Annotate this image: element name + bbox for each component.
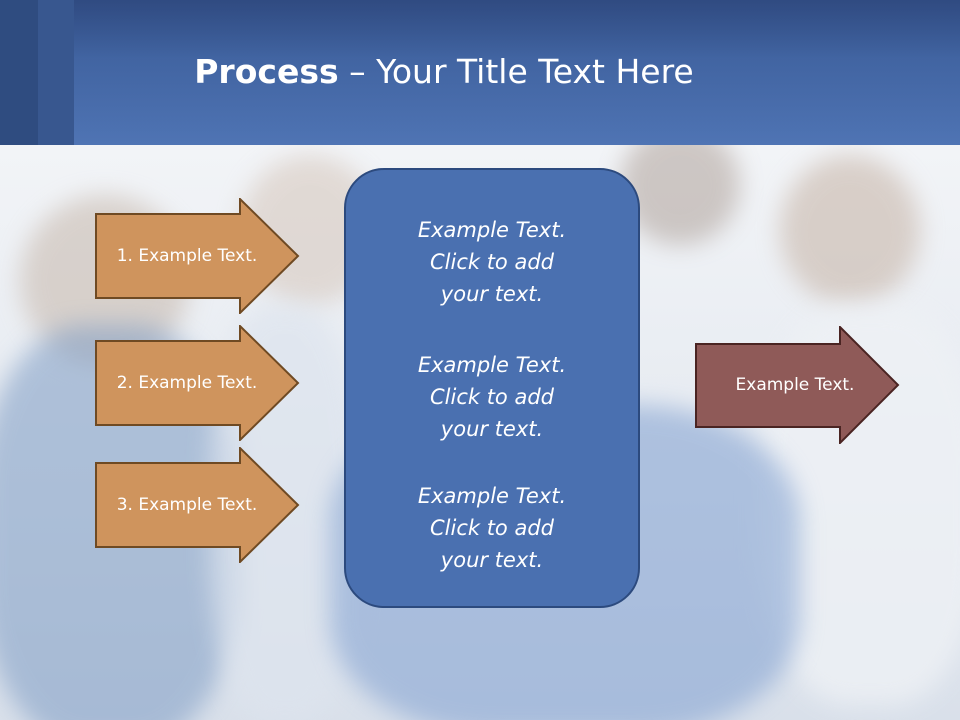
center-text-line: Click to add (429, 385, 554, 409)
left-arrow-label: 3. Example Text. (116, 495, 258, 515)
left-arrow-1[interactable]: 1. Example Text. (95, 198, 300, 314)
center-text-line: Example Text. (417, 484, 567, 508)
left-arrow-label: 1. Example Text. (116, 246, 258, 266)
center-text-block-2: Example Text. Click to add your text. (346, 349, 638, 445)
left-arrow-2[interactable]: 2. Example Text. (95, 325, 300, 441)
title-rest: – Your Title Text Here (338, 52, 694, 91)
center-text-line: Example Text. (417, 353, 567, 377)
header-accent-strip (0, 0, 38, 145)
center-text-line: your text. (440, 548, 544, 572)
center-text-box[interactable]: Example Text. Click to add your text. Ex… (344, 168, 640, 608)
right-arrow[interactable]: Example Text. (695, 326, 900, 444)
center-text-line: Example Text. (417, 218, 567, 242)
left-arrow-label: 2. Example Text. (116, 373, 258, 393)
right-arrow-label: Example Text. (735, 375, 855, 395)
center-text-line: Click to add (429, 516, 554, 540)
title-bold: Process (194, 52, 339, 91)
center-text-line: your text. (440, 282, 544, 306)
left-arrow-3[interactable]: 3. Example Text. (95, 447, 300, 563)
header-bar (0, 0, 960, 145)
header-accent-strip-2 (38, 0, 74, 145)
center-text-line: your text. (440, 417, 544, 441)
center-text-block-3: Example Text. Click to add your text. (346, 480, 638, 576)
center-text-line: Click to add (429, 250, 554, 274)
slide-title[interactable]: Process – Your Title Text Here (74, 52, 814, 91)
center-text-block-1: Example Text. Click to add your text. (346, 214, 638, 310)
